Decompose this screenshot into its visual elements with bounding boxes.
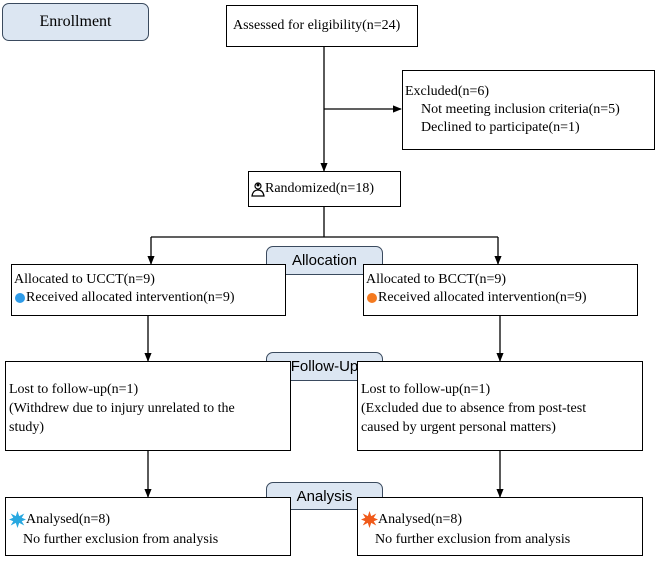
excluded-reason: Not meeting inclusion criteria(n=5) [421,102,620,117]
allocation-label: Allocation [291,252,358,269]
left-follow-up-box: Lost to follow-up(n=1) (Withdrew due to … [5,361,291,451]
excluded-title: Excluded(n=6) [405,84,490,99]
right-analysis-box: Analysed(n=8) No further exclusion from … [357,497,643,556]
left-lost-reason: (Withdrew due to injury unrelated to the [9,401,235,416]
enrollment-label: Enrollment [39,13,112,30]
right-allocated-text: Allocated to BCCT(n=9) [366,272,507,287]
left-allocation-box: Allocated to UCCT(n=9) Received allocate… [11,264,286,316]
left-lost-text: Lost to follow-up(n=1) [9,382,139,397]
orange-dot-icon [367,292,377,303]
right-lost-reason: caused by urgent personal matters) [361,420,556,435]
excluded-reason: Declined to participate(n=1) [421,120,580,135]
right-no-exclusion-text: No further exclusion from analysis [375,532,571,547]
right-lost-text: Lost to follow-up(n=1) [361,382,491,397]
assessed-text: Assessed for eligibility(n=24) [233,18,401,33]
left-allocated-text: Allocated to UCCT(n=9) [14,272,155,287]
right-follow-up-box: Lost to follow-up(n=1) (Excluded due to … [357,361,643,451]
person-icon [251,182,265,197]
randomized-text: Randomized(n=18) [265,181,374,196]
right-analysed-text: Analysed(n=8) [378,512,463,527]
randomized-box: Randomized(n=18) [248,171,401,207]
left-lost-reason: study) [9,420,44,435]
right-lost-reason: (Excluded due to absence from post-test [361,401,587,416]
left-analysed-text: Analysed(n=8) [26,512,111,527]
right-received-text: Received allocated intervention(n=9) [378,290,587,305]
orange-starburst-icon [361,511,378,529]
left-analysis-box: Analysed(n=8) No further exclusion from … [5,497,291,556]
analysis-label: Analysis [296,487,353,505]
blue-dot-icon [15,292,25,303]
assessed-box: Assessed for eligibility(n=24) [226,5,418,47]
follow-up-label: Follow-Up [290,358,359,375]
left-received-text: Received allocated intervention(n=9) [26,290,235,305]
excluded-box: Excluded(n=6) Not meeting inclusion crit… [402,70,655,150]
right-allocation-box: Allocated to BCCT(n=9) Received allocate… [363,264,638,316]
blue-starburst-icon [9,511,26,529]
enrollment-stage: Enrollment [2,3,149,41]
left-no-exclusion-text: No further exclusion from analysis [23,532,219,547]
